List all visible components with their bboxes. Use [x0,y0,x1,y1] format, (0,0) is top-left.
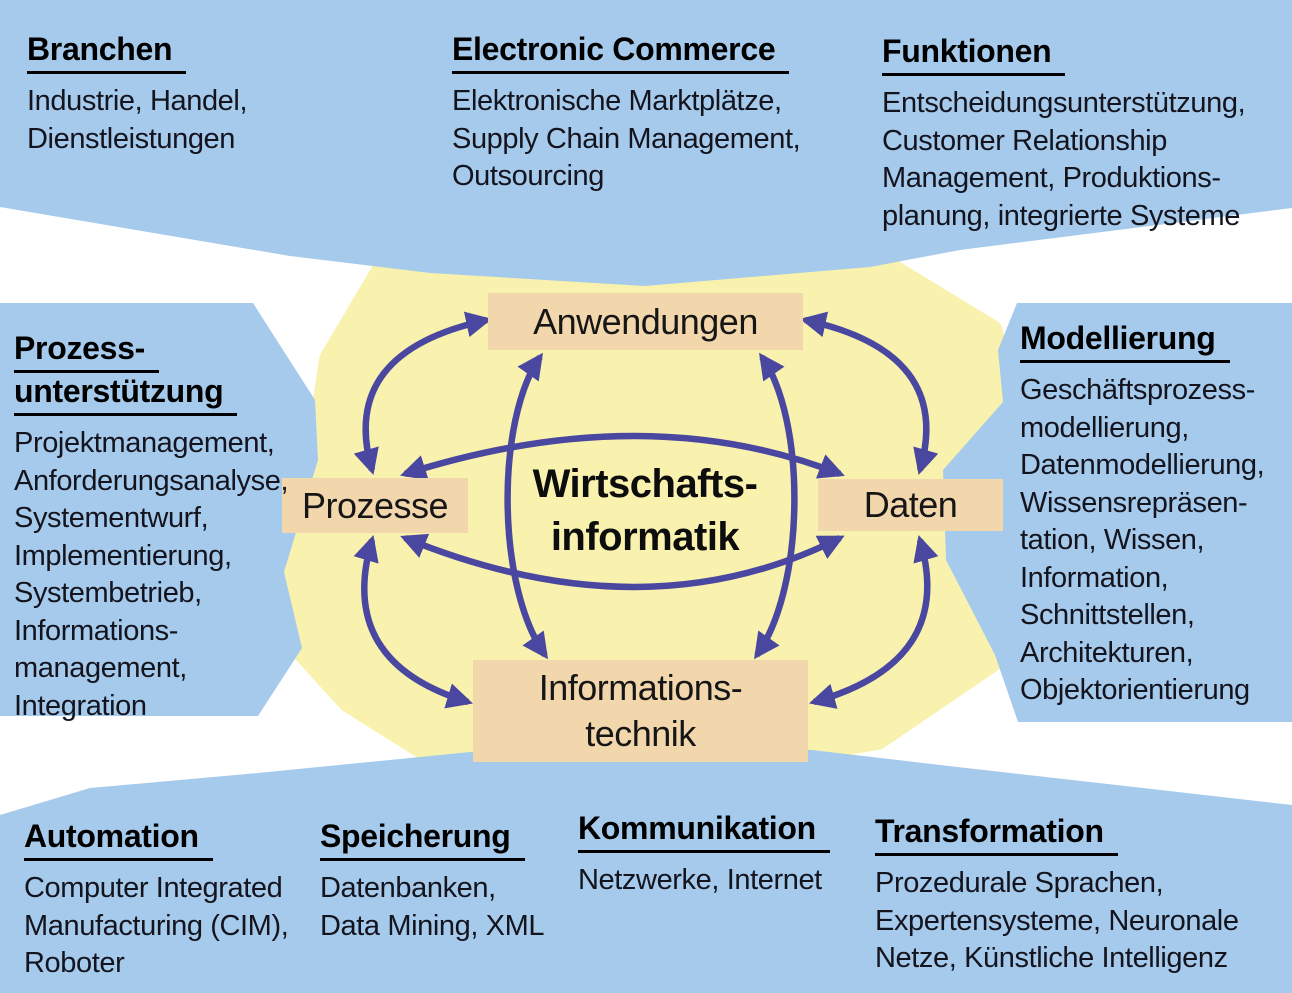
panel-electronic-commerce: Electronic Commerce Elektronische Marktp… [452,31,801,196]
node-daten-label: Daten [863,484,958,525]
panel-electronic-commerce-title: Electronic Commerce [452,31,800,74]
panel-modellierung-title: Modellierung [1020,320,1264,363]
panel-prozessunterstuetzung-body: Projektmanagement, Anforderungsanalyse, … [14,425,289,725]
panel-line: Netze, Künstliche Intelligenz [875,942,1228,974]
panel-line: Customer Relationship [882,124,1167,157]
panel-line: Prozedurale Sprachen, [875,867,1164,899]
node-anwendungen-label: Anwendungen [533,300,758,342]
node-anwendungen: Anwendungen [488,293,803,350]
node-daten: Daten [818,479,1003,531]
panel-line: management, [14,652,187,684]
panel-line: Industrie, Handel, [27,85,248,117]
panel-line: Systembetrieb, [14,577,202,609]
panel-line: Roboter [24,947,125,979]
panel-prozessunterstuetzung: Prozess- unterstützung Projektmanagement… [14,330,289,725]
panel-modellierung-body: Geschäftsprozess- modellierung, Datenmod… [1020,372,1265,710]
panel-line: Outsourcing [452,160,604,192]
panel-funktionen-title: Funktionen [882,33,1245,76]
center-title-line2: informatik [550,515,740,559]
panel-line: Projektmanagement, [14,427,275,459]
panel-modellierung: Modellierung Geschäftsprozess- modellier… [1020,320,1265,710]
panel-line: Datenmodellierung, [1020,449,1265,481]
panel-kommunikation-title: Kommunikation [578,810,830,853]
center-title: Wirtschafts- informatik [445,458,845,564]
panel-line: Information, [1020,561,1169,594]
panel-line: Supply Chain Management, [452,122,801,155]
panel-speicherung-title: Speicherung [320,818,544,861]
panel-line: Anforderungsanalyse, [14,464,289,497]
panel-kommunikation-body: Netzwerke, Internet [578,862,830,900]
panel-line: Entscheidungsunterstützung, [882,87,1246,119]
panel-line: Dienstleistungen [27,122,236,155]
panel-line: Systementwurf, [14,502,209,534]
panel-line: Management, Produktions- [882,162,1221,194]
panel-branchen-body: Industrie, Handel, Dienstleistungen [27,83,248,158]
panel-branchen-title: Branchen [27,31,247,74]
panel-line: Wissensrepräsen- [1020,486,1248,519]
panel-line: Architekturen, [1020,636,1194,669]
panel-line: Integration [14,689,147,722]
panel-funktionen-body: Entscheidungsunterstützung, Customer Rel… [882,85,1246,235]
panel-transformation: Transformation Prozedurale Sprachen, Exp… [875,813,1239,978]
panel-line: Data Mining, XML [320,909,545,942]
panel-transformation-title: Transformation [875,813,1239,856]
arrow-anwendungen-informationstechnik-left [504,352,548,660]
panel-automation-body: Computer Integrated Manufacturing (CIM),… [24,870,289,983]
panel-line: Geschäftsprozess- [1020,374,1255,406]
panel-line: Expertensysteme, Neuronale [875,904,1239,937]
panel-line: modellierung, [1020,411,1189,444]
panel-line: Informations- [14,614,179,647]
node-prozesse-label: Prozesse [301,484,449,526]
node-informationstechnik-label-line1: Informations- [538,667,743,708]
arrow-prozesse-anwendungen [353,311,493,475]
panel-line: Implementierung, [14,539,232,572]
panel-transformation-body: Prozedurale Sprachen, Expertensysteme, N… [875,865,1239,978]
panel-speicherung: Speicherung Datenbanken, Data Mining, XM… [320,818,544,945]
panel-line: Elektronische Marktplätze, [452,85,782,117]
node-prozesse: Prozesse [282,478,468,533]
node-informationstechnik-label-line2: technik [585,713,696,754]
panel-prozessunterstuetzung-title: Prozess- unterstützung [14,330,288,416]
panel-line: Netzwerke, Internet [578,864,822,896]
arrow-daten-anwendungen [799,311,939,475]
panel-line: Manufacturing (CIM), [24,909,289,942]
arrow-anwendungen-informationstechnik-right [754,352,798,660]
arrow-prozesse-informationstechnik [353,535,473,709]
panel-automation: Automation Computer Integrated Manufactu… [24,818,289,983]
center-title-line1: Wirtschafts- [532,462,758,506]
panel-line: planung, integrierte Systeme [882,199,1240,232]
panel-speicherung-body: Datenbanken, Data Mining, XML [320,870,544,945]
panel-electronic-commerce-body: Elektronische Marktplätze, Supply Chain … [452,83,801,196]
panel-line: Computer Integrated [24,872,283,904]
node-informationstechnik: Informations- technik [473,660,808,762]
panel-line: Datenbanken, [320,872,496,904]
panel-line: Schnittstellen, [1020,599,1195,631]
panel-kommunikation: Kommunikation Netzwerke, Internet [578,810,830,900]
arrow-daten-informationstechnik [808,535,939,709]
panel-funktionen: Funktionen Entscheidungsunterstützung, C… [882,33,1246,235]
panel-line: Objektorientierung [1020,674,1250,706]
panel-automation-title: Automation [24,818,288,861]
panel-branchen: Branchen Industrie, Handel, Dienstleistu… [27,31,248,158]
panel-line: tation, Wissen, [1020,524,1205,556]
